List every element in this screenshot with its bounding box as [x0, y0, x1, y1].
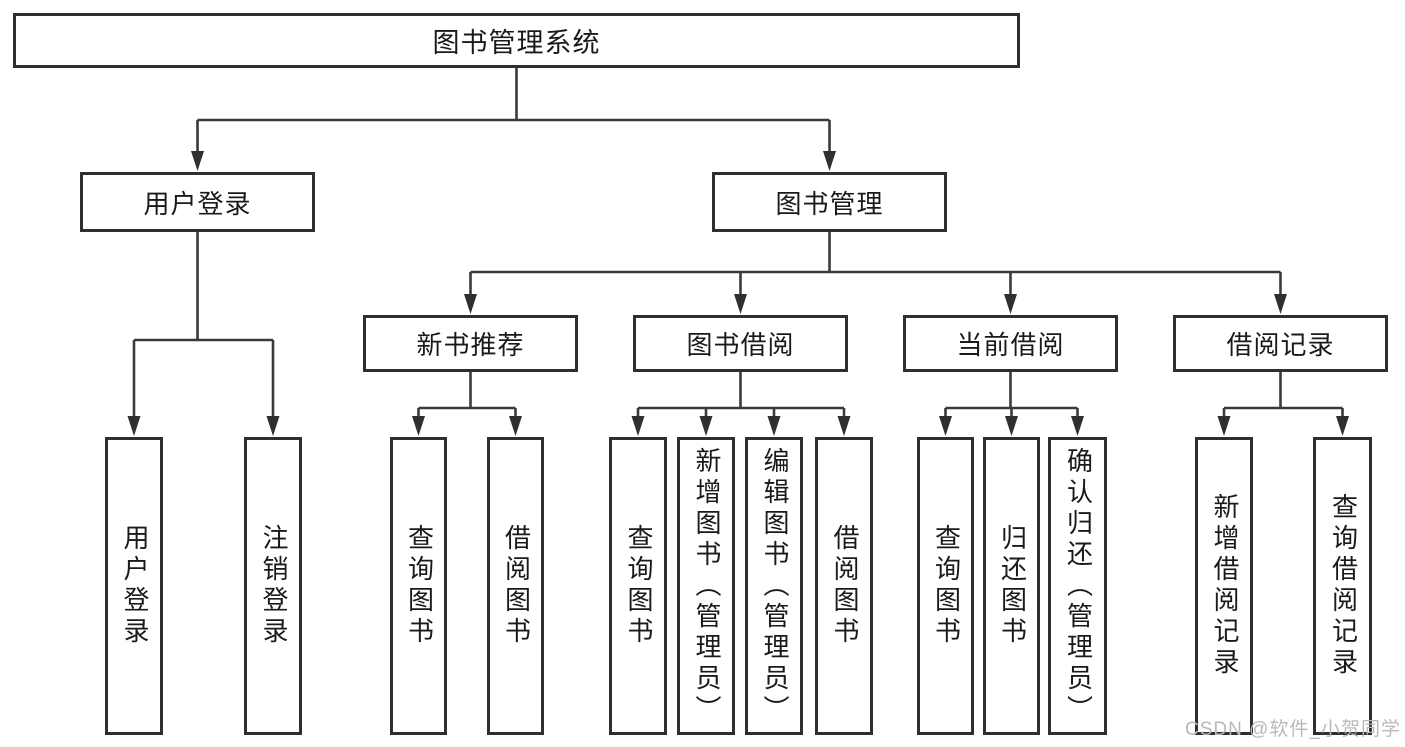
node-book-borrowing: 图书借阅 — [633, 315, 848, 372]
leaf-newbook-borrow-books: 借阅图书 — [487, 437, 544, 735]
leaf-borrow-borrow-books: 借阅图书 — [815, 437, 873, 735]
connector-new-book-children — [417, 372, 517, 417]
connector-book-borrow-children — [636, 372, 846, 417]
arrow-down-icon — [1071, 416, 1084, 436]
leaf-logout: 注销登录 — [244, 437, 302, 735]
leaf-newbook-query-books: 查询图书 — [390, 437, 447, 735]
leaf-label: 编辑图书（管理员） — [759, 446, 790, 726]
arrow-down-icon — [464, 294, 477, 314]
arrow-down-icon — [1004, 294, 1017, 314]
connector-current-borrow-children — [944, 372, 1079, 417]
leaf-label: 查询借阅记录 — [1328, 493, 1359, 679]
arrow-down-icon — [767, 416, 781, 436]
leaf-label: 借阅图书 — [829, 524, 860, 648]
arrow-down-icon — [734, 294, 747, 314]
leaf-label: 注销登录 — [258, 524, 289, 648]
csdn-watermark: CSDN @软件_小贺同学 — [1185, 719, 1401, 740]
arrow-down-icon — [939, 416, 952, 436]
leaf-user-login: 用户登录 — [105, 437, 163, 735]
arrow-down-icon — [837, 416, 851, 436]
leaf-label: 新增借阅记录 — [1209, 493, 1240, 679]
arrow-down-icon — [1005, 416, 1018, 436]
arrow-down-icon — [1274, 294, 1287, 314]
leaf-records-add-borrow-record: 新增借阅记录 — [1195, 437, 1253, 735]
leaf-label: 查询图书 — [404, 524, 435, 648]
arrow-down-icon — [1336, 416, 1349, 436]
leaf-borrow-edit-books-admin: 编辑图书（管理员） — [745, 437, 803, 735]
leaf-label: 借阅图书 — [501, 524, 532, 648]
arrow-down-icon — [631, 416, 645, 436]
leaf-label: 查询图书 — [931, 524, 962, 648]
leaf-records-query-borrow-record: 查询借阅记录 — [1313, 437, 1372, 735]
connector-book-mgmt-to-level3 — [469, 232, 1282, 295]
leaf-label: 用户登录 — [119, 524, 150, 648]
arrow-down-icon — [823, 151, 836, 171]
leaf-label: 归还图书 — [997, 524, 1028, 648]
node-borrowing-records: 借阅记录 — [1173, 315, 1388, 372]
arrow-down-icon — [509, 416, 522, 436]
connector-borrow-records-children — [1222, 372, 1344, 417]
arrow-down-icon — [1217, 416, 1231, 436]
arrow-down-icon — [266, 416, 280, 436]
node-user-login: 用户登录 — [80, 172, 315, 232]
node-current-borrowing: 当前借阅 — [903, 315, 1118, 372]
node-book-management: 图书管理 — [712, 172, 947, 232]
leaf-current-query-books: 查询图书 — [917, 437, 974, 735]
connector-user-login-children — [132, 232, 275, 417]
leaf-current-return-books: 归还图书 — [983, 437, 1040, 735]
connector-root-to-level2 — [196, 68, 831, 152]
leaf-label: 查询图书 — [623, 524, 654, 648]
leaf-borrow-query-books: 查询图书 — [609, 437, 667, 735]
leaf-label: 新增图书（管理员） — [691, 446, 722, 726]
arrow-down-icon — [699, 416, 713, 436]
leaf-borrow-add-books-admin: 新增图书（管理员） — [677, 437, 735, 735]
arrow-down-icon — [127, 416, 141, 436]
node-new-book-recommendation: 新书推荐 — [363, 315, 578, 372]
node-library-management-system: 图书管理系统 — [13, 13, 1020, 68]
leaf-label: 确认归还（管理员） — [1063, 446, 1094, 726]
leaf-current-confirm-return-admin: 确认归还（管理员） — [1048, 437, 1107, 735]
arrow-down-icon — [191, 151, 204, 171]
arrow-down-icon — [412, 416, 425, 436]
